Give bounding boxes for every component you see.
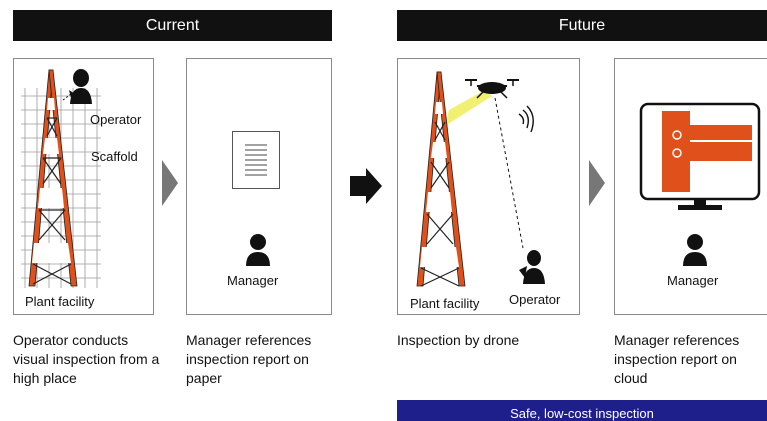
- arrow-right-icon: [350, 168, 382, 204]
- signal-waves-icon: [518, 105, 534, 133]
- scaffold-tower-illustration: [21, 69, 101, 288]
- operator-icon: [519, 250, 545, 284]
- manager-icon: [683, 234, 707, 266]
- operator-label: Operator: [509, 292, 561, 307]
- caption-current-operator: Operator conducts visual inspection from…: [13, 332, 160, 386]
- current-header: Current: [13, 10, 332, 41]
- manager-label: Manager: [227, 273, 279, 288]
- plant-facility-label: Plant facility: [25, 294, 95, 309]
- monitor-icon: [639, 102, 761, 210]
- manager-icon: [246, 234, 270, 266]
- manager-label: Manager: [667, 273, 719, 288]
- operator-icon: [69, 69, 92, 104]
- future-header: Future: [397, 10, 767, 41]
- caption-future-drone: Inspection by drone: [397, 332, 520, 348]
- operator-label: Operator: [90, 112, 142, 127]
- caption-future-manager: Manager references inspection report on …: [614, 332, 740, 386]
- chevron-right-icon: [162, 160, 178, 206]
- chevron-right-icon: [589, 160, 605, 206]
- safe-low-cost-banner: Safe, low-cost inspection: [397, 400, 767, 421]
- drone-icon: [465, 79, 519, 99]
- plant-facility-label: Plant facility: [410, 296, 480, 311]
- drone-inspection-illustration: [416, 71, 545, 287]
- caption-current-manager: Manager references inspection report on …: [186, 332, 312, 386]
- scaffold-label: Scaffold: [91, 149, 138, 164]
- document-icon: [232, 131, 280, 189]
